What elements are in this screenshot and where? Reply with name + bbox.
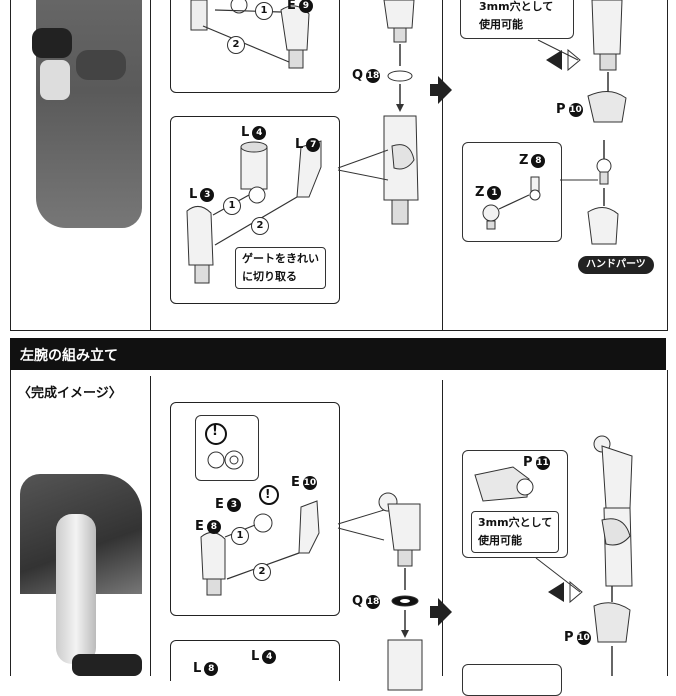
- step-2-marker: 2: [251, 217, 269, 235]
- hole-note-panel-top: 3mm穴として 使用可能: [460, 0, 574, 39]
- hand-arm-illustration-top: [537, 0, 627, 123]
- arm-assembly-illustration-bottom: [378, 492, 423, 691]
- zoom-callout-lines-bottom: [337, 509, 385, 541]
- caution-icon: !: [265, 487, 271, 501]
- top-left-divider: [150, 0, 151, 330]
- caution-icon: !: [212, 424, 218, 439]
- completed-image-caption: 〈完成イメージ〉: [18, 386, 122, 401]
- hand-parts-label: ハンドパーツ: [578, 256, 654, 274]
- bottom-left-divider: [150, 376, 151, 676]
- bottom-outer-frame: [10, 370, 668, 676]
- p11-part-illustration: [474, 466, 534, 502]
- upper-arm-parts-illustration-bottom: [200, 485, 320, 596]
- section-header: 左腕の組み立て: [10, 338, 666, 370]
- section-title: 左腕の組み立て: [20, 348, 118, 364]
- bottom-right-divider: [442, 380, 443, 676]
- arm-assembly-illustration-top: [383, 0, 419, 225]
- figure-photo-bottom: [20, 474, 142, 676]
- step-1-marker: 1: [255, 2, 273, 20]
- step-2-marker: 2: [253, 563, 271, 581]
- top-right-divider: [442, 0, 443, 330]
- caution-inset: !: [195, 415, 259, 481]
- hand-arm-illustration-bottom: [535, 435, 633, 676]
- next-step-arrow-bottom-body: [430, 606, 438, 618]
- hole-note-bottom: 3mm穴として 使用可能: [471, 511, 560, 553]
- step-1-marker: 1: [231, 527, 249, 545]
- wrist-joint-illustration: [482, 176, 541, 230]
- upper-arm-parts-illustration: [190, 0, 310, 69]
- step-2-marker: 2: [227, 36, 245, 54]
- gate-cut-note: ゲートをきれい に切り取る: [235, 247, 326, 289]
- top-outer-frame: [10, 0, 668, 331]
- next-step-arrow-top-body: [430, 84, 438, 96]
- figure-photo-top: [32, 0, 142, 228]
- zoom-callout-lines-top: [337, 149, 389, 181]
- step-1-marker: 1: [223, 197, 241, 215]
- hole-note-top: 3mm穴として 使用可能: [473, 0, 560, 36]
- hand-joint-illustration: [560, 140, 619, 245]
- next-step-arrow-top: [438, 76, 452, 104]
- caution-illustration: [205, 423, 244, 470]
- next-step-arrow-bottom: [438, 598, 452, 626]
- wrist-parts-panel-bottom: [462, 664, 562, 696]
- forearm-parts-illustration: [186, 140, 322, 284]
